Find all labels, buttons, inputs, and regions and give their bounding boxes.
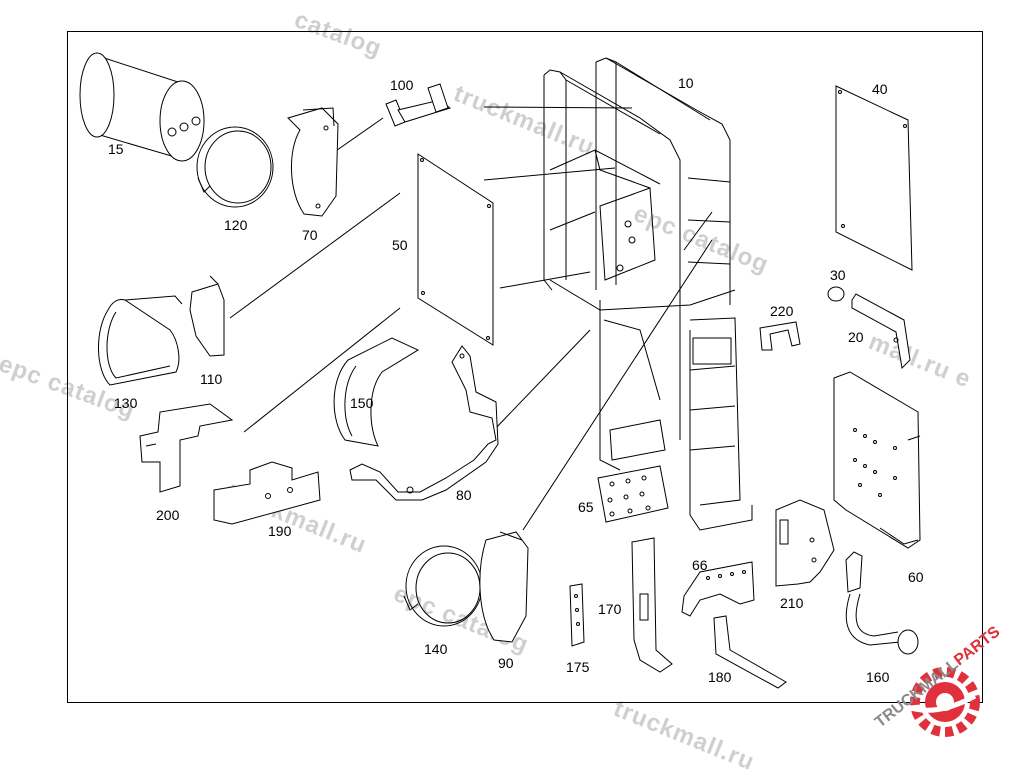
part-170-angle-bracket <box>631 537 673 673</box>
part-labels: 10 15 20 30 40 50 60 65 66 70 80 90 100 … <box>108 75 924 685</box>
part-66-plate <box>681 561 755 617</box>
gear-icon <box>904 667 980 737</box>
label-90: 90 <box>498 655 514 671</box>
label-170: 170 <box>598 601 622 617</box>
label-210: 210 <box>780 595 804 611</box>
label-30: 30 <box>830 267 846 283</box>
part-210-bracket <box>775 499 835 587</box>
diagram-frame <box>67 31 983 703</box>
parts-diagram-canvas: catalog truckmall.ru epc catalog l epc c… <box>0 6 1004 776</box>
part-15-air-tank <box>79 52 205 162</box>
label-190: 190 <box>268 523 292 539</box>
hole-pattern <box>853 428 897 497</box>
part-100-bracket <box>385 83 452 127</box>
exploded-view: 10 15 20 30 40 50 60 65 66 70 80 90 100 … <box>79 52 1004 737</box>
part-50-plate <box>417 153 494 346</box>
part-200-bracket <box>139 403 234 493</box>
truckmall-parts-logo: TRUCKMALLPARTS <box>872 623 1004 737</box>
part-160-hose <box>845 551 919 655</box>
label-60: 60 <box>908 569 924 585</box>
part-190-bracket <box>213 461 321 525</box>
part-140-clamp-ring <box>403 545 483 627</box>
label-100: 100 <box>390 77 414 93</box>
label-40: 40 <box>872 81 888 97</box>
part-110-bracket <box>189 275 225 357</box>
label-150: 150 <box>350 395 374 411</box>
part-120-clamp-ring <box>196 126 274 208</box>
label-220: 220 <box>770 303 794 319</box>
part-150-band <box>333 337 420 447</box>
part-10-frame-assembly <box>543 57 753 531</box>
part-40-plate <box>835 85 913 271</box>
label-120: 120 <box>224 217 248 233</box>
label-50: 50 <box>392 237 408 253</box>
label-110: 110 <box>200 371 223 387</box>
label-200: 200 <box>156 507 180 523</box>
label-80: 80 <box>456 487 472 503</box>
part-60-mounting-plate <box>833 371 921 549</box>
label-180: 180 <box>708 669 732 685</box>
label-65: 65 <box>578 499 594 515</box>
label-140: 140 <box>424 641 448 657</box>
label-160: 160 <box>866 669 890 685</box>
label-130: 130 <box>114 395 138 411</box>
part-80-bracket <box>349 345 499 501</box>
part-90-bracket <box>479 531 529 643</box>
label-70: 70 <box>302 227 318 243</box>
part-180-angle-strip <box>713 615 787 689</box>
part-20-bracket <box>851 293 911 370</box>
part-220-bracket <box>759 321 801 351</box>
part-175-strip <box>569 583 585 647</box>
part-30-plug <box>827 286 845 302</box>
label-10: 10 <box>678 75 694 91</box>
label-20: 20 <box>848 329 864 345</box>
label-15: 15 <box>108 141 124 157</box>
label-175: 175 <box>566 659 590 675</box>
part-65-plate <box>597 465 669 523</box>
part-130-strap <box>98 295 183 386</box>
label-66: 66 <box>692 557 708 573</box>
part-70-bracket <box>287 107 339 217</box>
